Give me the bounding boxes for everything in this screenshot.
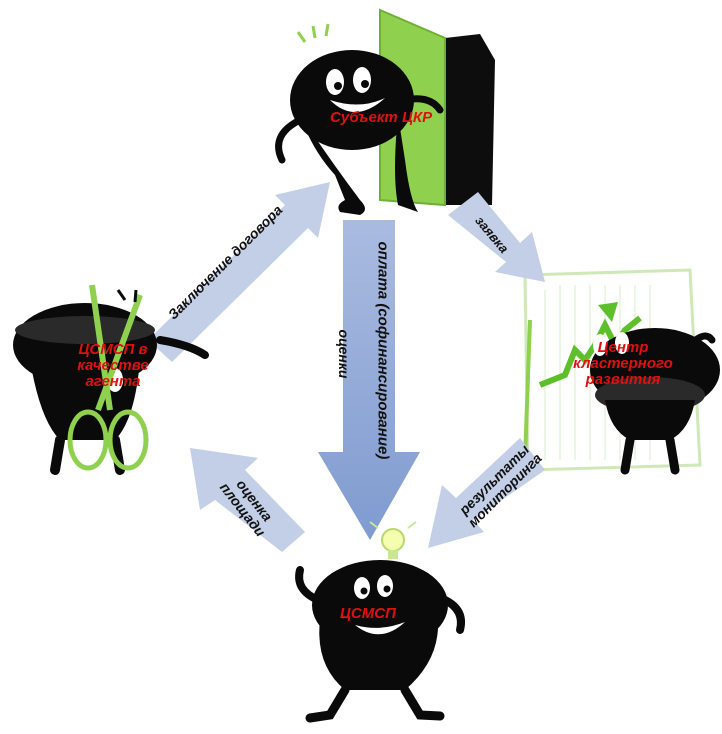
center-label-line3: развития: [585, 370, 661, 388]
monitoring-arrow: [428, 438, 545, 548]
center-label: Центр кластерного развития: [568, 340, 678, 387]
contract-arrow: [148, 182, 330, 362]
csmsp-label: ЦСМСП: [340, 605, 396, 622]
agent-label-line3: агента: [85, 372, 141, 390]
subject-character: [275, 23, 444, 215]
application-arrow: [448, 192, 545, 282]
csmsp-character: [295, 560, 465, 723]
agent-label-line1: ЦСМСП в: [78, 341, 148, 358]
subject-label: Субъект ЦКР: [330, 109, 433, 126]
agent-label: ЦСМСП в качестве агента: [58, 342, 168, 389]
agent-character: [13, 284, 209, 475]
payment-arrow: [318, 220, 420, 540]
center-character: [590, 328, 720, 475]
agent-label-line2: качестве: [77, 356, 149, 374]
payment-arrow-label: оплата (софинансирование): [374, 241, 392, 460]
lightbulb-icon: [369, 521, 417, 559]
center-label-line1: Центр: [597, 339, 649, 356]
center-label-line2: кластерного: [573, 354, 673, 372]
site-arrow: [190, 448, 305, 552]
assessments-arrow-label: оценки: [336, 329, 352, 379]
